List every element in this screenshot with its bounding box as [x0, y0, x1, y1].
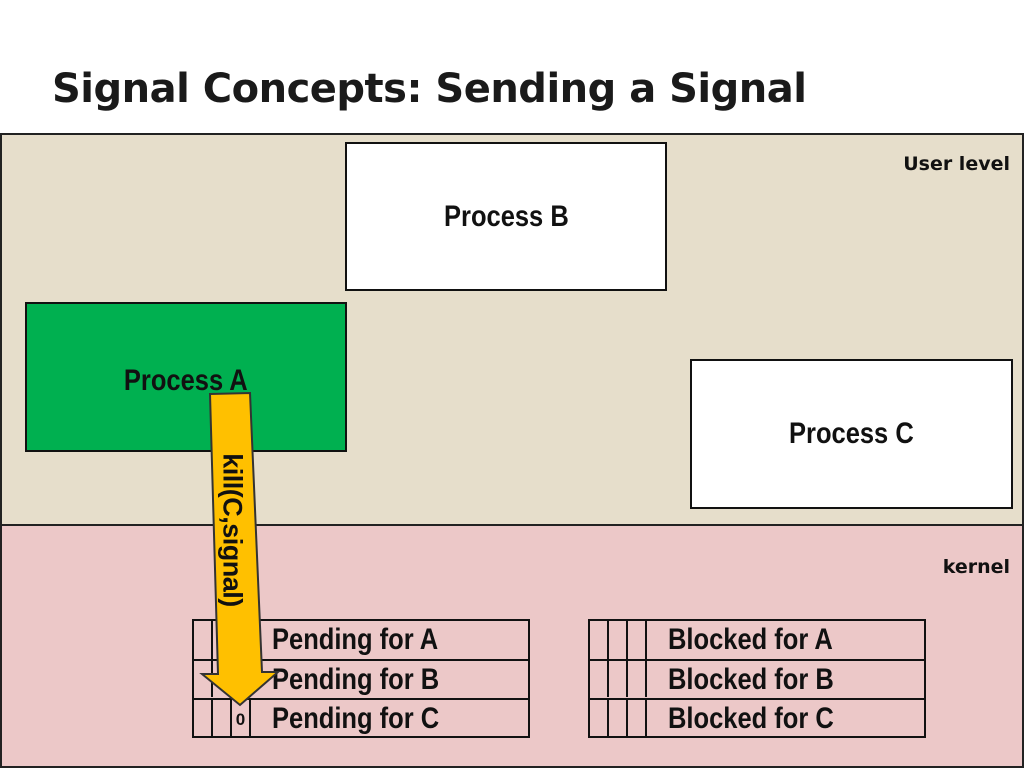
process-c-label: Process C	[789, 417, 914, 450]
process-a-box: Process A	[25, 302, 347, 452]
blocked-row-c: Blocked for C	[590, 698, 924, 736]
blocked-bit-b-1	[590, 661, 609, 697]
process-b-box: Process B	[345, 142, 667, 291]
kernel-label: kernel	[942, 556, 1010, 578]
pending-bit-c-1	[194, 700, 213, 736]
pending-bit-a-1	[194, 621, 213, 659]
blocked-label-c: Blocked for C	[668, 702, 834, 735]
blocked-bit-a-2	[609, 621, 628, 659]
page-title: Signal Concepts: Sending a Signal	[52, 66, 807, 112]
blocked-bit-a-1	[590, 621, 609, 659]
pending-bit-c-3: 0	[232, 700, 251, 736]
pending-label-a: Pending for A	[272, 623, 439, 656]
blocked-bit-a-3	[628, 621, 647, 659]
pending-bit-b-1	[194, 661, 213, 697]
blocked-label-a: Blocked for A	[668, 623, 833, 656]
pending-row-b: Pending for B	[194, 659, 528, 697]
blocked-bit-c-3	[628, 700, 647, 736]
user-level-label: User level	[903, 153, 1010, 175]
blocked-bit-c-2	[609, 700, 628, 736]
pending-row-a: Pending for A	[194, 621, 528, 659]
blocked-bit-b-3	[628, 661, 647, 697]
process-c-box: Process C	[690, 359, 1013, 509]
pending-row-c: 0 Pending for C	[194, 698, 528, 736]
pending-bit-c-2	[213, 700, 232, 736]
pending-label-c: Pending for C	[272, 702, 440, 735]
blocked-label-b: Blocked for B	[668, 663, 834, 696]
pending-bit-a-3	[232, 621, 251, 659]
pending-label-b: Pending for B	[272, 663, 440, 696]
blocked-bits-table: Blocked for A Blocked for B Blocked for …	[588, 619, 926, 738]
blocked-bit-b-2	[609, 661, 628, 697]
pending-bit-b-3	[232, 661, 251, 697]
pending-bits-table: Pending for A Pending for B 0 Pending fo…	[192, 619, 530, 738]
process-b-label: Process B	[443, 199, 569, 233]
pending-bit-a-2	[213, 621, 232, 659]
blocked-row-a: Blocked for A	[590, 621, 924, 659]
blocked-bit-c-1	[590, 700, 609, 736]
kill-arrow-label: kill(C,signal)	[217, 453, 248, 607]
blocked-row-b: Blocked for B	[590, 659, 924, 697]
pending-bit-b-2	[213, 661, 232, 697]
process-a-label: Process A	[124, 364, 248, 397]
kernel-region: kernel	[0, 524, 1024, 768]
